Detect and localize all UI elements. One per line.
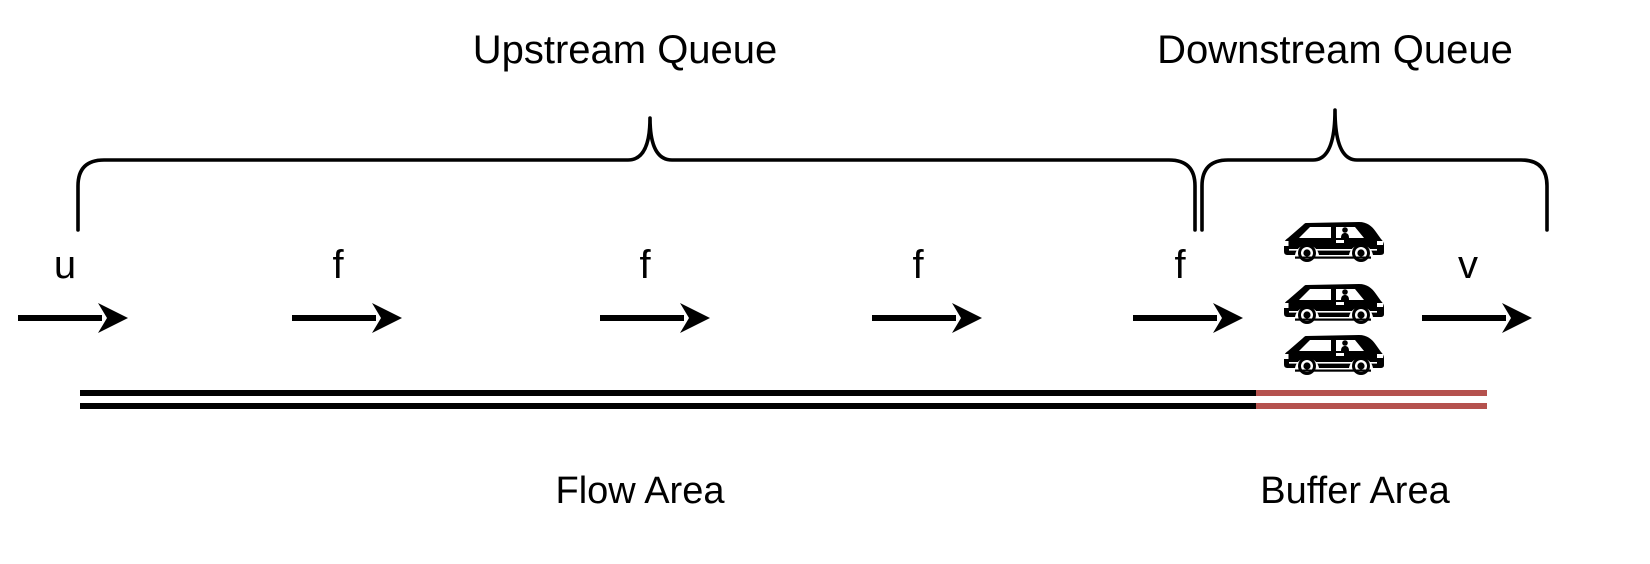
flow-symbol-label: f bbox=[1174, 243, 1186, 287]
flow-unit-f-2: f bbox=[600, 243, 710, 333]
flow-unit-f-3: f bbox=[872, 243, 982, 333]
upstream-queue-brace bbox=[76, 116, 1197, 232]
queued-cars-group bbox=[1283, 222, 1384, 375]
area-label-group: Flow Area Buffer Area bbox=[556, 470, 1451, 512]
area-label-flow: Flow Area bbox=[556, 470, 726, 512]
car-side-icon-1 bbox=[1283, 222, 1384, 262]
flow-arrow-head bbox=[372, 303, 402, 333]
flow-symbol-label: f bbox=[332, 243, 344, 287]
flow-arrow-head bbox=[98, 303, 128, 333]
flow-unit-u-0: u bbox=[18, 243, 128, 333]
flow-arrow-head bbox=[1213, 303, 1243, 333]
area-label-buffer: Buffer Area bbox=[1260, 470, 1450, 512]
flow-arrow-head bbox=[952, 303, 982, 333]
downstream-queue-brace bbox=[1200, 108, 1549, 232]
upstream-queue-label: Upstream Queue bbox=[473, 28, 778, 72]
brace-group bbox=[76, 108, 1549, 232]
flow-arrow-head bbox=[1502, 303, 1532, 333]
flow-arrow-head bbox=[680, 303, 710, 333]
flow-unit-v-5: v bbox=[1422, 243, 1532, 333]
road-lines-group bbox=[80, 390, 1487, 409]
flow-symbol-label: v bbox=[1458, 243, 1478, 287]
flow-symbol-label: f bbox=[639, 243, 651, 287]
flow-symbol-label: u bbox=[54, 243, 76, 287]
car-side-icon-3 bbox=[1283, 335, 1384, 375]
car-side-icon-2 bbox=[1283, 284, 1384, 324]
downstream-queue-label: Downstream Queue bbox=[1157, 28, 1513, 72]
flow-symbol-label: f bbox=[912, 243, 924, 287]
flow-unit-f-4: f bbox=[1133, 243, 1243, 333]
flow-unit-f-1: f bbox=[292, 243, 402, 333]
